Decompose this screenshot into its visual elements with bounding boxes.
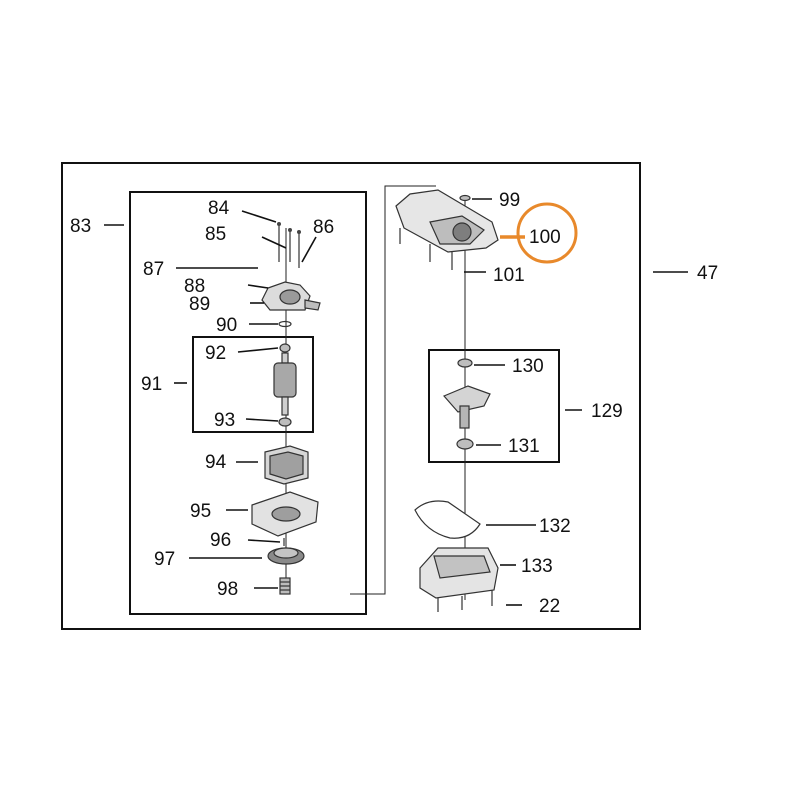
label-85: 85 [205,224,226,245]
washer-90 [278,320,292,328]
label-87: 87 [143,259,164,280]
screws-22 [437,590,493,612]
label-94: 94 [205,452,227,473]
spring-98 [279,577,291,595]
label-84: 84 [208,198,230,219]
label-88: 88 [184,276,205,297]
bevel-gear-97 [267,547,305,565]
label-133: 133 [521,556,553,577]
label-132: 132 [539,516,571,537]
label-98: 98 [217,579,238,600]
label-97: 97 [154,549,175,570]
label-95: 95 [190,501,211,522]
armature-91 [273,343,297,427]
stator-94 [264,445,309,485]
subassembly-frame-91 [192,336,314,433]
label-90: 90 [216,315,237,336]
washer-99 [459,194,471,202]
crank-assembly-129 [442,385,491,429]
label-96: 96 [210,530,231,551]
label-93: 93 [214,410,235,431]
base-plate-100 [395,189,499,270]
label-130: 130 [512,356,544,377]
label-92: 92 [205,343,226,364]
label-83: 83 [70,216,91,237]
label-129: 129 [591,401,623,422]
label-100: 100 [529,227,561,248]
highlight-100 [500,202,578,264]
connector-bracket [350,185,436,595]
leader-lines [104,198,688,606]
gear-housing-95 [251,491,319,537]
bearing-131 [456,438,474,450]
assembly-frame-47 [61,162,641,630]
highlight-circle-100 [516,202,578,264]
label-91: 91 [141,374,162,395]
motor-cap-89 [261,281,321,311]
label-86: 86 [313,217,334,238]
screws-84-85-86 [277,222,301,268]
label-101: 101 [493,265,525,286]
label-22: 22 [539,596,560,617]
label-99: 99 [499,190,520,211]
belt-132 [414,500,481,539]
housing-133 [419,547,499,599]
label-89: 89 [189,294,210,315]
subassembly-frame-83 [129,191,367,615]
bearing-130 [457,358,473,368]
subassembly-frame-129 [428,349,560,463]
label-47: 47 [697,263,718,284]
label-131: 131 [508,436,540,457]
